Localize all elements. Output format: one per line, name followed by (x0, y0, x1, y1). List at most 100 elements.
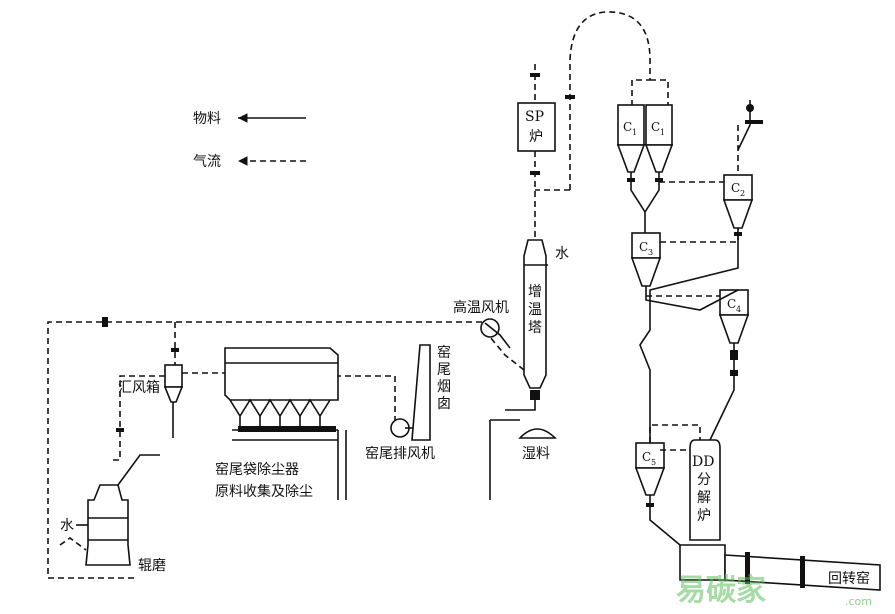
sp-furnace-box (517, 102, 556, 152)
water-mill-label: 水 (60, 518, 74, 534)
cyclone-c2 (723, 174, 753, 201)
dd-label-4: 炉 (697, 508, 711, 524)
wind-box-cone (163, 386, 184, 403)
c5-sub: 5 (651, 458, 656, 467)
wind-box-body (164, 364, 183, 388)
bag-filter-label-1: 窑尾袋除尘器 (215, 461, 299, 478)
main-gas-loop (47, 321, 482, 579)
fan-outlet (484, 322, 511, 349)
humidifier-discharge (489, 400, 536, 500)
c3-sub: 3 (648, 248, 653, 257)
chimney-label-1: 窑 (437, 344, 451, 361)
c2-sub: 2 (740, 189, 745, 198)
cyclone-c4 (719, 289, 749, 316)
feed-valve-icon (746, 104, 754, 112)
rotary-kiln-label: 回转窑 (828, 570, 870, 587)
hopper-outlets (239, 416, 321, 430)
damper-icon (730, 370, 738, 376)
cyclone-c1-right (645, 104, 673, 146)
dd-calciner-body (689, 439, 721, 541)
material-line (649, 495, 681, 546)
wet-material-pile (518, 428, 557, 439)
damper-icon (734, 232, 742, 236)
top-duct (534, 11, 669, 190)
watermark-text: 易碳家 (676, 573, 766, 608)
bag-filter: 窑尾袋除尘器 原料收集及除尘 (215, 347, 347, 500)
sp-furnace-label-1: SP (525, 109, 544, 125)
humidifier-tower: 水 增 温 塔 (523, 239, 569, 400)
damper-icon (171, 348, 179, 352)
mill-feed-line (117, 454, 160, 486)
damper-icon (565, 95, 575, 99)
dd-label-3: 解 (697, 490, 711, 506)
gas-line (660, 228, 739, 243)
gas-line (112, 375, 165, 461)
damper-icon (102, 317, 108, 327)
humidifier-label-3: 塔 (528, 320, 542, 336)
high-temp-fan-label: 高温风机 (453, 299, 509, 316)
c1-right-label: C (651, 120, 660, 134)
humidifier-label-1: 增 (528, 284, 542, 300)
legend-airflow-label: 气流 (193, 154, 221, 170)
dd-label-1: DD (692, 454, 714, 470)
humidifier-body (523, 239, 547, 389)
c5-label: C (642, 450, 651, 464)
watermark: 易碳家 .com (676, 573, 872, 608)
preheater-tower: C 1 C 1 C 2 C 3 C 4 C 5 (616, 100, 763, 546)
roller-mill-label: 辊磨 (138, 558, 166, 574)
chimney-label-2: 尾 (437, 362, 451, 378)
c3-label: C (639, 240, 648, 254)
sp-furnace: SP 炉 (517, 102, 556, 152)
damper-icon (116, 428, 124, 432)
roller-mill: 水 辊磨 (59, 454, 166, 574)
c1-left-sub: 1 (632, 128, 637, 137)
water-top-label: 水 (555, 246, 569, 262)
cyclone-c1-left (617, 104, 645, 146)
cyclone-cone (616, 144, 646, 173)
c2-label: C (731, 181, 740, 195)
humidifier-label-2: 温 (528, 302, 542, 318)
bag-filter-body (224, 347, 339, 401)
bag-filter-hoppers (229, 398, 331, 418)
bag-filter-label-2: 原料收集及除尘 (215, 483, 313, 500)
damper-icon (530, 171, 540, 175)
material-line (630, 172, 660, 233)
kiln-tire-icon (745, 552, 750, 584)
damper-icon (530, 73, 540, 77)
roller-mill-body (85, 484, 131, 566)
cyclone-cone (630, 257, 662, 287)
damper-icon (530, 390, 540, 400)
wet-material-label: 湿料 (522, 446, 550, 462)
watermark-sub: .com (845, 595, 872, 608)
c4-sub: 4 (736, 305, 741, 314)
legend-material-label: 物料 (193, 111, 221, 127)
exhaust-fan-label: 窑尾排风机 (365, 445, 435, 462)
c4-label: C (727, 297, 736, 311)
dd-label-2: 分 (697, 472, 711, 488)
wind-box-label: 汇风箱 (118, 380, 160, 396)
material-line (639, 228, 739, 443)
legend: 物料 气流 (193, 111, 306, 170)
gas-line (489, 336, 525, 371)
screw-conveyor-icon (238, 426, 336, 432)
c1-left-label: C (623, 120, 632, 134)
chimney-label-4: 囱 (437, 396, 451, 412)
wind-box: 汇风箱 (118, 364, 184, 438)
damper-icon (627, 178, 635, 182)
kiln-tire-icon (800, 556, 805, 588)
cyclone-cone (722, 199, 754, 229)
gas-line (59, 537, 87, 551)
chimney-label-3: 烟 (437, 379, 451, 395)
cyclone-cone (634, 467, 666, 496)
rotary-kiln: 回转窑 (679, 544, 881, 591)
cyclone-cone (718, 314, 750, 344)
gas-line (649, 424, 701, 451)
damper-icon (745, 120, 763, 124)
dd-calciner: DD 分 解 炉 (689, 439, 721, 541)
damper-icon (730, 350, 738, 360)
damper-icon (655, 178, 663, 182)
cyclone-cone (644, 144, 674, 173)
damper-icon (646, 503, 654, 507)
kiln-chimney (411, 344, 431, 441)
